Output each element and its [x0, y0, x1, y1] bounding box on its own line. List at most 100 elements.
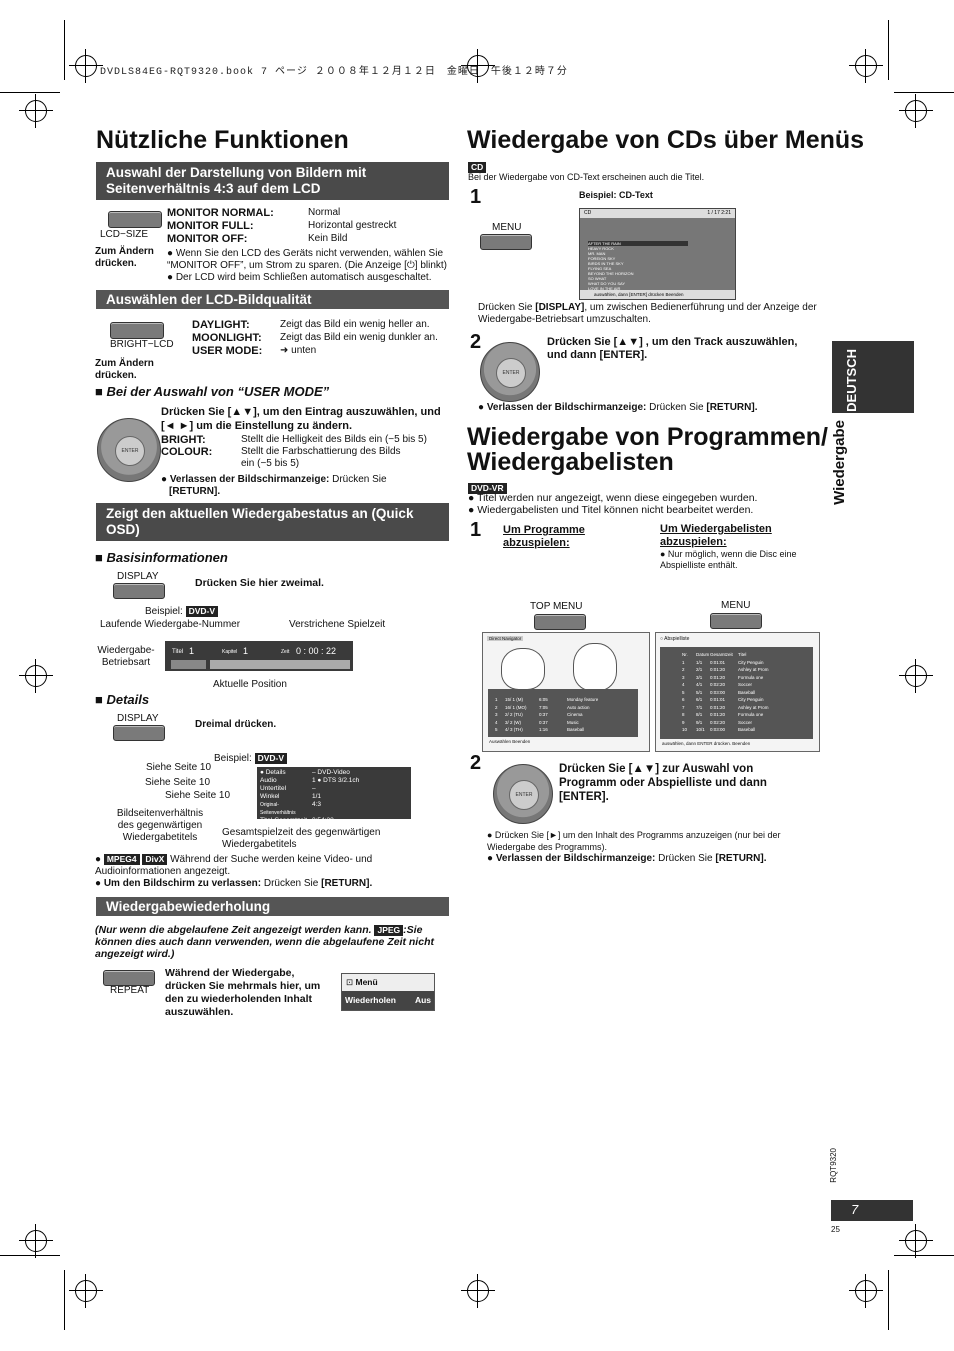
registration-mark — [899, 94, 933, 128]
menu-label-2: MENU — [721, 600, 751, 611]
exit-note-prog: ● Verlassen der Bildschirmanzeige: Drück… — [487, 853, 767, 864]
example-label: Beispiel: DVD-V — [145, 606, 219, 617]
menu-button[interactable] — [480, 234, 532, 250]
registration-mark — [849, 49, 883, 83]
registration-mark — [69, 1274, 103, 1308]
details-heading: ■ Details — [95, 692, 150, 707]
playlist-note: ● Nur möglich, wenn die Disc eine Abspie… — [660, 549, 797, 570]
registration-mark — [461, 49, 495, 83]
language-tab: DEUTSCH — [832, 341, 914, 413]
display-note: Drücken Sie [DISPLAY], um zwischen Bedie… — [478, 302, 817, 325]
registration-mark — [19, 1224, 53, 1258]
registration-mark — [19, 94, 53, 128]
step-1-prog: 1 — [470, 519, 482, 541]
cd-note: Bei der Wiedergabe von CD-Text erscheine… — [468, 172, 705, 182]
press-three-times: Dreimal drücken. — [195, 719, 277, 730]
example-label-2: Beispiel: DVD-V — [214, 753, 288, 764]
cd-track-list: AFTER THE RAIN HEAVY ROCK MR. MAN FOREIG… — [588, 241, 688, 291]
top-menu-label: TOP MENU — [530, 601, 583, 612]
label-elapsed-time: Verstrichene Spielzeit — [289, 619, 386, 630]
play-note: ● Drücken Sie [►] um den Inhalt des Prog… — [487, 830, 781, 852]
basic-info-heading: ■ Basisinformationen — [95, 550, 228, 565]
section-bar-repeat: Wiedergabewiederholung — [96, 897, 449, 916]
repeat-note: (Nur wenn die abgelaufene Zeit angezeigt… — [95, 924, 434, 960]
bright-lcd-label: BRIGHT−LCD — [110, 339, 174, 350]
section-side-label: Wiedergabe — [831, 420, 848, 505]
see-page-2: Siehe Seite 10 — [145, 777, 211, 788]
top-menu-button[interactable] — [534, 614, 586, 630]
display-label-2: DISPLAY — [117, 713, 159, 724]
page-title-cd: Wiedergabe von CDs über Menüs — [467, 126, 865, 154]
osd-mode-box — [171, 660, 206, 669]
display-button[interactable] — [113, 583, 165, 599]
playlists-heading: Um Wiedergabelisten abzuspielen: — [660, 523, 772, 548]
section-bar-lcd-quality: Auswählen der LCD-Bildqualität — [96, 290, 449, 309]
osd-progress — [210, 660, 350, 669]
menu-icon: ⊡ — [346, 977, 354, 987]
enter-dial-cd[interactable]: ENTER — [480, 342, 540, 402]
section-bar-lcd-size: Auswahl der Darstellung von Bildern mit … — [96, 162, 449, 200]
bright-lcd-button[interactable] — [110, 322, 164, 339]
lcd-size-button[interactable] — [108, 211, 162, 228]
label-aspect: Bildseitenverhältnis des gegenwärtigen W… — [116, 808, 204, 843]
file-header: DVDLS84EG-RQT9320.book 7 ページ ２００８年１２月１２日… — [100, 67, 568, 78]
label-play-mode: Wiedergabe-Betriebsart — [97, 645, 155, 668]
dvdvr-tag: DVD-VR — [468, 478, 507, 496]
page-title-programs: Wiedergabe von Programmen/Wiedergabelist… — [467, 423, 828, 476]
repeat-label: REPEAT — [110, 985, 150, 996]
cd-example: Beispiel: CD-Text — [579, 190, 653, 200]
user-mode-text: Drücken Sie [▲▼], um den Eintrag auszuwä… — [161, 406, 441, 497]
repeat-button[interactable] — [103, 970, 155, 986]
bullet-edit: ● Wiedergabelisten und Titel können nich… — [468, 504, 754, 516]
lcd-size-label: LCD−SIZE — [100, 229, 149, 240]
change-hint-2: Zum Ändern drücken. — [95, 358, 154, 381]
enter-dial[interactable]: ENTER — [97, 418, 161, 482]
label-position: Aktuelle Position — [213, 679, 287, 690]
programs-heading: Um Programme abzuspielen: — [503, 524, 585, 549]
registration-mark — [899, 659, 933, 693]
face-illustration — [573, 643, 617, 691]
page-title-left: Nützliche Funktionen — [96, 126, 349, 154]
step-2-cd-text: Drücken Sie [▲▼] , um den Track auszuwäh… — [547, 336, 798, 361]
enter-dial-prog[interactable]: ENTER — [493, 764, 553, 824]
registration-mark — [69, 49, 103, 83]
bullet-titles: ● Titel werden nur angezeigt, wenn diese… — [468, 492, 758, 504]
step-2-prog-text: Drücken Sie [▲▼] zur Auswahl von Program… — [559, 763, 767, 803]
playlist-icon: ○ — [660, 636, 664, 642]
press-twice: Drücken Sie hier zweimal. — [195, 577, 324, 589]
display-button-2[interactable] — [113, 725, 165, 741]
exit-note-osd: ● Um den Bildschirm zu verlassen: Drücke… — [95, 878, 373, 889]
repeat-text: Während der Wiedergabe, drücken Sie mehr… — [165, 967, 321, 1018]
registration-mark — [461, 1274, 495, 1308]
see-page-3: Siehe Seite 10 — [165, 790, 231, 801]
registration-mark — [19, 659, 53, 693]
label-total-time: Gesamtspielzeit des gegenwärtigen Wieder… — [222, 827, 381, 850]
registration-mark — [849, 1274, 883, 1308]
osd-basic-screen: Titel 1 Kapitel 1 Zeit 0 : 00 : 22 — [165, 641, 353, 671]
doc-code: RQT9320 — [829, 1148, 838, 1183]
cd-tag: CD — [468, 157, 487, 175]
exit-note-cd: ● Verlassen der Bildschirmanzeige: Drück… — [478, 402, 758, 413]
step-2-cd: 2 — [470, 331, 482, 353]
page-number-tab: 7 — [831, 1200, 913, 1221]
menu-label: MENU — [492, 222, 522, 233]
face-illustration — [501, 648, 545, 690]
step-1-cd: 1 — [470, 186, 482, 208]
section-bar-quick-osd: Zeigt den aktuellen Wiedergabestatus an … — [96, 503, 449, 541]
lcd-quality-options: DAYLIGHT:Zeigt das Bild ein wenig heller… — [192, 319, 438, 357]
registration-mark — [899, 1224, 933, 1258]
change-hint: Zum Ändern drücken. — [95, 246, 154, 269]
see-page-1: Siehe Seite 10 — [146, 762, 212, 773]
user-mode-heading: ■ Bei der Auswahl von “USER MODE” — [95, 384, 330, 399]
step-2-prog: 2 — [470, 752, 482, 774]
monitor-options: MONITOR NORMAL:Normal MONITOR FULL:Horiz… — [167, 207, 448, 283]
display-label: DISPLAY — [117, 571, 159, 582]
menu-button-2[interactable] — [710, 613, 762, 629]
